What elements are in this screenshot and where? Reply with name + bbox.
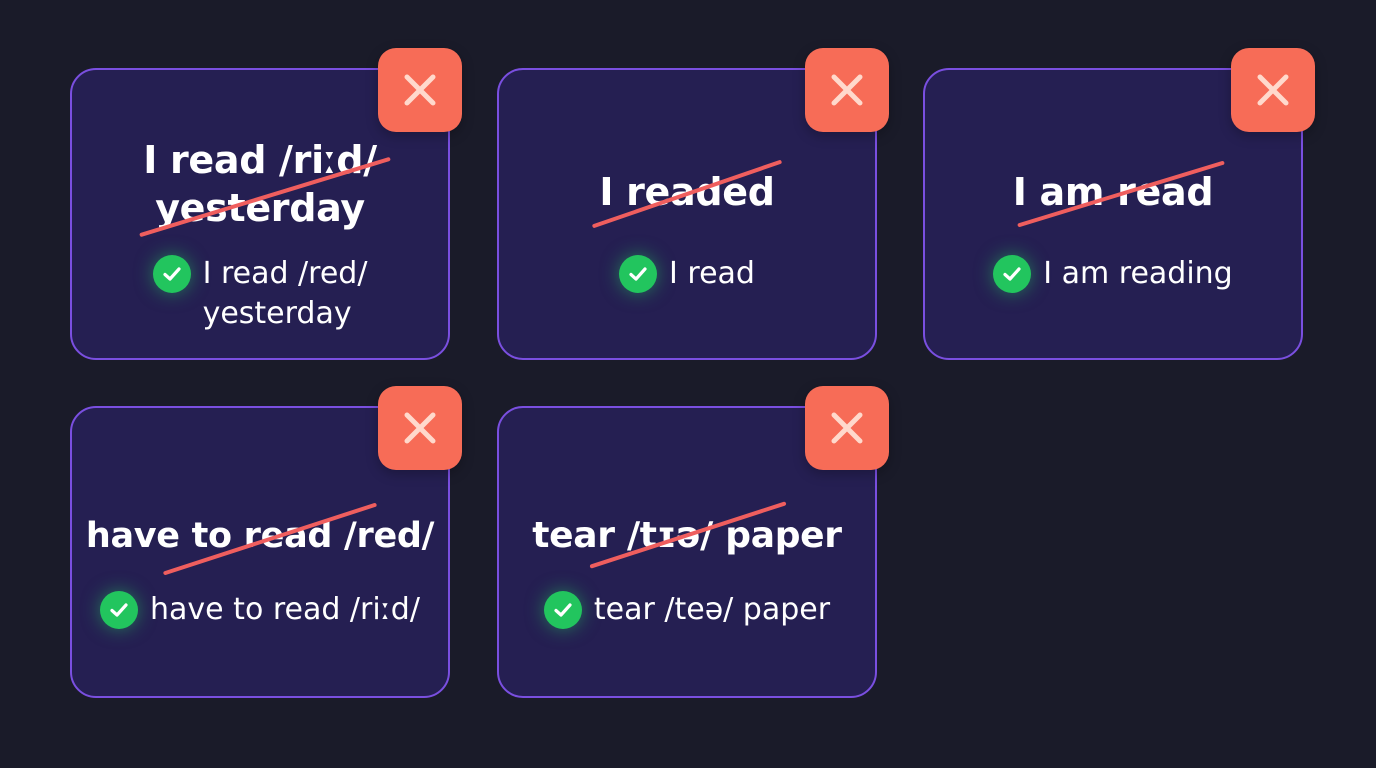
- wrong-phrase-line: I read /riːd/: [143, 138, 377, 182]
- mistake-card: I read /riːd/ yesterday I read /red/ yes…: [70, 48, 462, 360]
- mistake-card: I readed I read: [497, 48, 889, 360]
- close-button[interactable]: [805, 386, 889, 470]
- correct-phrase: I read: [499, 254, 875, 294]
- correct-phrase-text: I read: [669, 256, 755, 291]
- wrong-phrase: I am read: [1012, 170, 1214, 214]
- checkmark-icon: [619, 255, 658, 293]
- close-button[interactable]: [378, 386, 462, 470]
- correct-phrase-line: yesterday: [202, 296, 352, 331]
- close-icon: [404, 74, 436, 106]
- close-icon: [831, 74, 863, 106]
- checkmark-icon: [152, 255, 191, 293]
- checkmark-icon: [100, 591, 139, 629]
- close-button[interactable]: [805, 48, 889, 132]
- correct-phrase-text: I am reading: [1043, 256, 1233, 291]
- mistake-card: have to read /red/ have to read /riːd/: [70, 386, 462, 698]
- correct-phrase: tear /teə/ paper: [499, 590, 875, 630]
- wrong-phrase-line: yesterday: [155, 186, 365, 230]
- correct-phrase: I read /red/ yesterday: [72, 254, 448, 334]
- close-button[interactable]: [378, 48, 462, 132]
- wrong-phrase: have to read /red/: [85, 516, 435, 556]
- correct-phrase-text: have to read /riːd/: [150, 592, 420, 627]
- close-icon: [831, 412, 863, 444]
- correct-phrase: have to read /riːd/: [72, 590, 448, 630]
- checkmark-icon: [993, 255, 1032, 293]
- correct-phrase-text: tear /teə/ paper: [593, 592, 831, 627]
- mistake-card: tear /tɪə/ paper tear /teə/ paper: [497, 386, 889, 698]
- correct-phrase: I am reading: [925, 254, 1301, 294]
- close-icon: [1257, 74, 1289, 106]
- wrong-phrase: I read /riːd/ yesterday: [72, 136, 448, 232]
- correct-phrase-text: I read /red/ yesterday: [203, 254, 368, 334]
- close-button[interactable]: [1231, 48, 1315, 132]
- correct-phrase-line: I read /red/: [202, 256, 368, 291]
- mistake-card: I am read I am reading: [923, 48, 1315, 360]
- checkmark-icon: [543, 591, 582, 629]
- close-icon: [404, 412, 436, 444]
